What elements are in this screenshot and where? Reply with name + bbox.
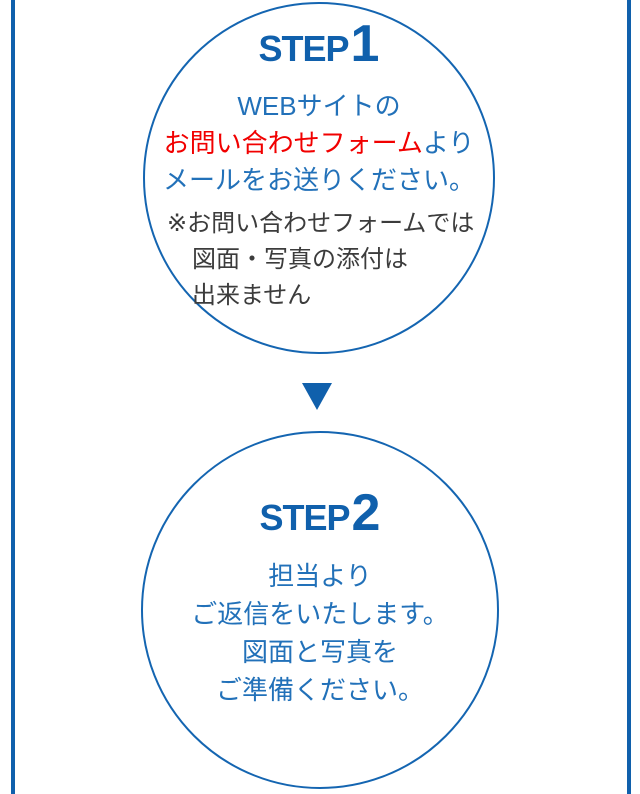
step1-line1: WEBサイトの — [237, 91, 401, 121]
step1-note-line1: ※お問い合わせフォームでは — [167, 210, 475, 237]
step1-line2: お問い合わせフォームより — [145, 125, 493, 162]
step2-number: 2 — [351, 484, 381, 542]
step1-circle: STEP1 WEBサイトの お問い合わせフォームより メールをお送りください。 … — [143, 2, 495, 354]
step1-number: 1 — [350, 15, 380, 73]
step2-line3: 図面と写真を — [241, 637, 398, 667]
down-arrow-icon — [302, 383, 332, 410]
step2-label: STEP — [259, 497, 351, 538]
step1-note-line3: 出来ません — [192, 282, 312, 309]
step2-line4: ご準備ください。 — [215, 675, 424, 705]
step2-line2: ご返信をいたします。 — [191, 599, 449, 629]
step1-note-line2: 図面・写真の添付は — [192, 246, 408, 273]
step2-circle: STEP2 担当より ご返信をいたします。 図面と写真を ご準備ください。 — [141, 431, 499, 789]
step1-label: STEP — [258, 28, 350, 69]
step2-heading: STEP2 — [143, 487, 497, 539]
step1-note: ※お問い合わせフォームでは 図面・写真の添付は 出来ません — [167, 206, 474, 314]
step2-description: 担当より ご返信をいたします。 図面と写真を ご準備ください。 — [143, 557, 497, 709]
step1-line2-rest: より — [422, 128, 475, 158]
step1-line2-highlight: お問い合わせフォーム — [163, 128, 423, 158]
step1-line3: メールをお送りください。 — [162, 165, 475, 195]
step1-heading: STEP1 — [145, 18, 493, 70]
step2-line1: 担当より — [268, 561, 372, 591]
left-border-line — [11, 0, 15, 794]
step1-description: WEBサイトの お問い合わせフォームより メールをお送りください。 — [145, 88, 493, 199]
right-border-line — [627, 0, 631, 794]
